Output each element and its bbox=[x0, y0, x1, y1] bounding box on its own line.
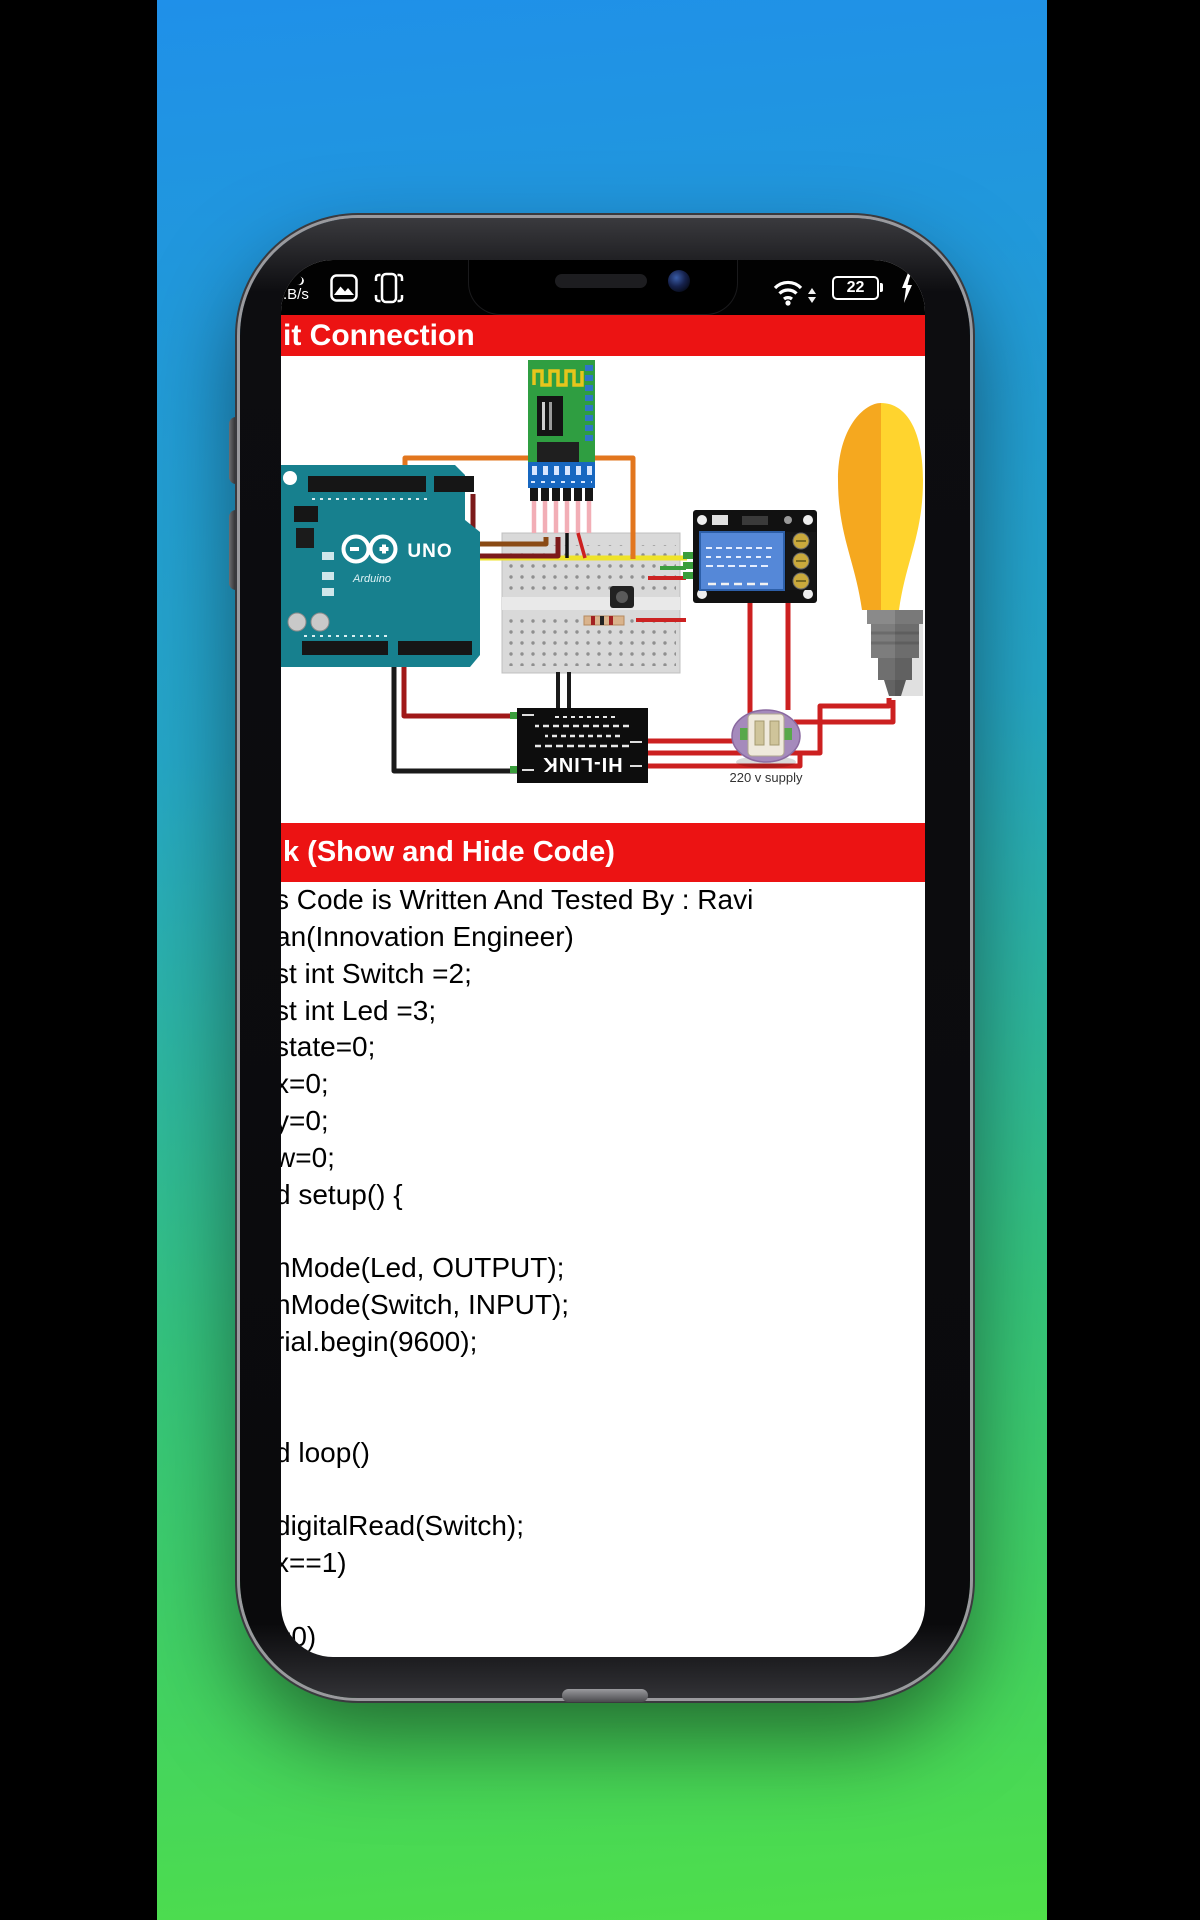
speed-arc-icon bbox=[291, 274, 306, 287]
front-camera bbox=[668, 270, 690, 292]
code-line: digitalRead(Switch); bbox=[281, 1510, 524, 1542]
charging-port bbox=[562, 1689, 648, 1702]
code-toggle-bar[interactable]: k (Show and Hide Code) bbox=[281, 823, 925, 882]
code-line: =0) bbox=[281, 1620, 317, 1652]
battery-icon: 22 bbox=[832, 276, 883, 300]
code-line: d loop() bbox=[281, 1436, 370, 1468]
arduino-board: UNO Arduino bbox=[281, 465, 480, 667]
phone-screen: .B/s bbox=[281, 260, 925, 1657]
screenshot-icon bbox=[374, 272, 404, 304]
code-line: st int Led =3; bbox=[281, 994, 437, 1026]
supply-label: 220 v supply bbox=[730, 770, 803, 785]
code-line bbox=[281, 1472, 925, 1509]
relay-module bbox=[683, 510, 817, 603]
breadboard-parts bbox=[583, 586, 634, 626]
page-title: it Connection bbox=[283, 319, 475, 352]
code-line: w=0; bbox=[281, 1141, 335, 1173]
light-bulb bbox=[838, 403, 923, 696]
hilink-label: HI-LINK bbox=[542, 753, 622, 775]
hilink-module: HI-LINK bbox=[510, 708, 648, 783]
arduino-uno-label: UNO bbox=[407, 541, 452, 562]
code-toggle-label: k (Show and Hide Code) bbox=[283, 836, 615, 868]
code-line bbox=[281, 1361, 925, 1398]
code-line bbox=[281, 1398, 925, 1435]
code-line: nMode(Led, OUTPUT); bbox=[281, 1252, 565, 1284]
notch bbox=[468, 260, 738, 315]
status-bar: .B/s bbox=[281, 260, 925, 315]
bluetooth-module bbox=[528, 360, 595, 559]
code-line bbox=[281, 1582, 925, 1619]
code-line: x==1) bbox=[281, 1547, 347, 1579]
code-line bbox=[281, 1214, 925, 1251]
battery-level-label: 22 bbox=[846, 279, 865, 296]
charging-icon bbox=[902, 273, 912, 303]
phone-frame: .B/s bbox=[240, 218, 970, 1698]
circuit-diagram: UNO Arduino bbox=[281, 356, 925, 823]
volume-up-button bbox=[229, 417, 243, 484]
arduino-brand-label: Arduino bbox=[352, 573, 391, 585]
wifi-icon bbox=[773, 280, 816, 306]
code-line: st int Switch =2; bbox=[281, 957, 472, 989]
earpiece-speaker bbox=[555, 274, 647, 288]
code-listing: s Code is Written And Tested By : Ravi a… bbox=[281, 882, 925, 1656]
code-line: y=0; bbox=[281, 1105, 329, 1137]
code-line: an(Innovation Engineer) bbox=[281, 920, 574, 952]
page-title-bar: it Connection bbox=[281, 315, 925, 356]
network-speed-indicator: .B/s bbox=[283, 274, 309, 303]
code-line: d setup() { bbox=[281, 1178, 403, 1210]
code-line: rial.begin(9600); bbox=[281, 1326, 478, 1358]
code-line: s Code is Written And Tested By : Ravi bbox=[281, 884, 754, 915]
code-line: x=0; bbox=[281, 1068, 329, 1100]
network-speed-label: .B/s bbox=[283, 286, 309, 303]
volume-down-button bbox=[229, 510, 243, 590]
gallery-icon bbox=[330, 274, 358, 302]
power-socket: 220 v supply bbox=[730, 709, 803, 785]
code-line: state=0; bbox=[281, 1031, 376, 1063]
code-line: nMode(Switch, INPUT); bbox=[281, 1289, 570, 1321]
